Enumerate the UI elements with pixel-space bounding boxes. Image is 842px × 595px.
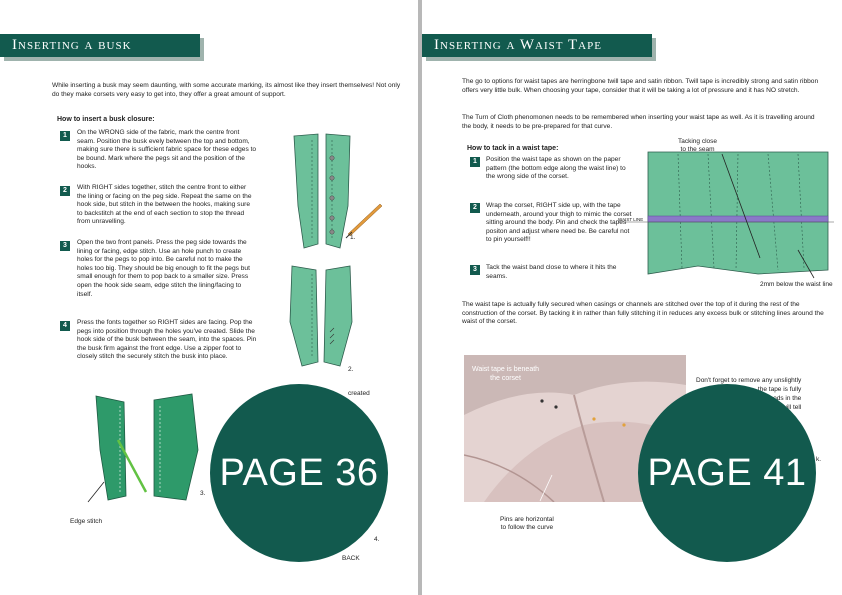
right-page: Inserting a Waist Tape The go to options… [422, 0, 842, 595]
tacking-label: Tacking close to the seam [678, 138, 718, 153]
left-step-1-number: 1 [60, 131, 70, 141]
left-step-4-number: 4 [60, 321, 70, 331]
created-label: created [348, 390, 370, 397]
left-step-3-number: 3 [60, 241, 70, 251]
right-intro-1: The go to options for waist tapes are he… [462, 78, 819, 94]
pins-label: Pins are horizontal to follow the curve [500, 516, 554, 531]
left-step-2-text: With RIGHT sides together, stitch the ce… [77, 184, 252, 226]
waist-tape-diagram [618, 151, 834, 279]
below-waist-label: 2mm below the waist line [760, 281, 833, 288]
left-step-1-text: On the WRONG side of the fabric, mark th… [77, 129, 257, 171]
page-badge-41: PAGE 41 [638, 384, 816, 562]
busk-diagram-1-label: 1. [350, 234, 356, 241]
side-note-end: k. [816, 456, 822, 463]
back-label: BACK [342, 555, 360, 562]
secured-text: The waist tape is actually fully secured… [462, 301, 824, 326]
right-heading: Inserting a Waist Tape [422, 34, 652, 57]
waist-tape-photo: Waist tape is beneath the corset [464, 355, 686, 502]
right-intro-2: The Turn of Cloth phenomonen needs to be… [462, 114, 815, 130]
busk-diagram-2 [289, 265, 353, 367]
edge-stitch-label: Edge stitch [70, 518, 103, 525]
busk-diagram-3 [87, 393, 199, 503]
page-badge-36: PAGE 36 [210, 384, 388, 562]
busk-diagram-3-label: 3. [200, 490, 206, 497]
busk-diagram-4-label: 4. [374, 536, 380, 543]
busk-diagram-1 [293, 133, 383, 249]
left-step-2-number: 2 [60, 186, 70, 196]
photo-beneath-label: Waist tape is beneath the corset [472, 366, 540, 382]
left-howto-title: How to insert a busk closure: [57, 116, 155, 123]
left-intro: While inserting a busk may seem daunting… [52, 82, 401, 98]
left-step-3-text: Open the two front panels. Press the peg… [77, 239, 250, 298]
busk-diagram-2-label: 2. [348, 366, 354, 373]
right-step-2-text: Wrap the corset, RIGHT side up, with the… [486, 202, 632, 244]
book-spine [418, 0, 422, 595]
waist-line-label: WAIST LINE [618, 217, 644, 222]
right-step-3-text: Tack the waist band close to where it hi… [486, 264, 617, 280]
right-step-1-text: Position the waist tape as shown on the … [486, 156, 626, 181]
right-step-2-number: 2 [470, 203, 480, 213]
left-heading: Inserting a busk [0, 34, 200, 57]
photo-fabric-drawing [464, 355, 686, 502]
left-step-4-text: Press the fonts together so RIGHT sides … [77, 319, 257, 361]
right-step-3-number: 3 [470, 265, 480, 275]
left-page: Inserting a busk While inserting a busk … [0, 0, 418, 595]
right-howto-title: How to tack in a waist tape: [467, 145, 559, 152]
right-step-1-number: 1 [470, 157, 480, 167]
